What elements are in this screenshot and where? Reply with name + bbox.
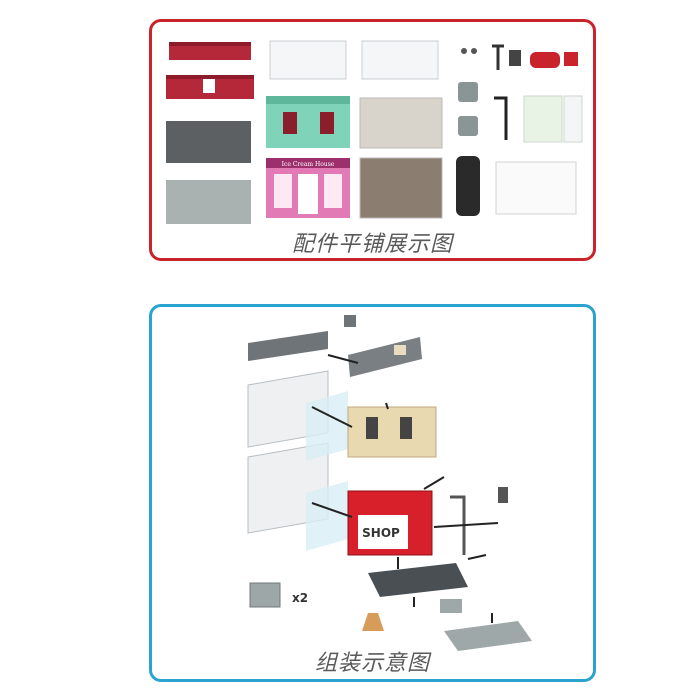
grey-baseplate [444, 621, 532, 651]
shop-sign-label: SHOP [362, 526, 400, 540]
mint-facade [266, 96, 350, 148]
quantity-label: x2 [292, 591, 308, 605]
parts-layout-caption: 配件平铺展示图 [291, 232, 453, 257]
beige-second-floor [347, 406, 437, 458]
brick-roof-strip-bottom [166, 75, 254, 99]
red-shop-facade: SHOP [347, 490, 433, 556]
interior-photo-living [359, 97, 443, 149]
pink-facade: Ice Cream House [266, 158, 350, 218]
toy-car-part [456, 156, 480, 216]
assembly-illustration: SHOP x2 [247, 315, 532, 651]
roof-part [348, 337, 422, 377]
street-lamp-part [450, 495, 466, 555]
transparent-panel-lower [306, 481, 348, 551]
small-tile-plate [440, 599, 462, 613]
assembly-arrows [311, 354, 499, 623]
grey-baseplate [166, 180, 251, 224]
screw-part [471, 48, 477, 54]
sticker-sheet [523, 95, 563, 143]
wall-lamp-part [509, 50, 521, 66]
dark-floor-plate [368, 563, 468, 597]
chimney-part [344, 315, 356, 327]
red-cap-part [564, 52, 578, 66]
assembly-diagram-panel: SHOP x2 组装示意图 [149, 304, 596, 682]
round-tile-plate [458, 116, 478, 136]
screw-part [461, 48, 467, 54]
round-tile-plate [458, 82, 478, 102]
interior-photo-kitchen [359, 157, 443, 219]
facade-banner: Ice Cream House [282, 161, 335, 168]
wall-lamp-part [498, 487, 508, 503]
parts-layout-panel: Ice Cream House 配件平铺展示图 [149, 19, 596, 261]
round-tile-plate [249, 582, 281, 608]
transparent-wall-panel-1 [269, 40, 347, 80]
instruction-sheet [495, 161, 577, 215]
transparent-panel-upper [306, 391, 348, 461]
parts-layout-illustration: Ice Cream House [166, 40, 583, 224]
transparent-wall-panel-2 [361, 40, 439, 80]
lamp-post-part [492, 44, 504, 70]
sandwich-board-part [362, 613, 384, 631]
assembly-diagram-caption: 组装示意图 [314, 651, 430, 676]
dark-floor-plate [166, 121, 251, 163]
brick-roof-strip-top [169, 42, 251, 60]
red-awning-part [530, 52, 560, 68]
street-lamp-part [494, 96, 508, 140]
sticker-sheet-small [563, 95, 583, 143]
grey-sign-bar [248, 331, 328, 361]
